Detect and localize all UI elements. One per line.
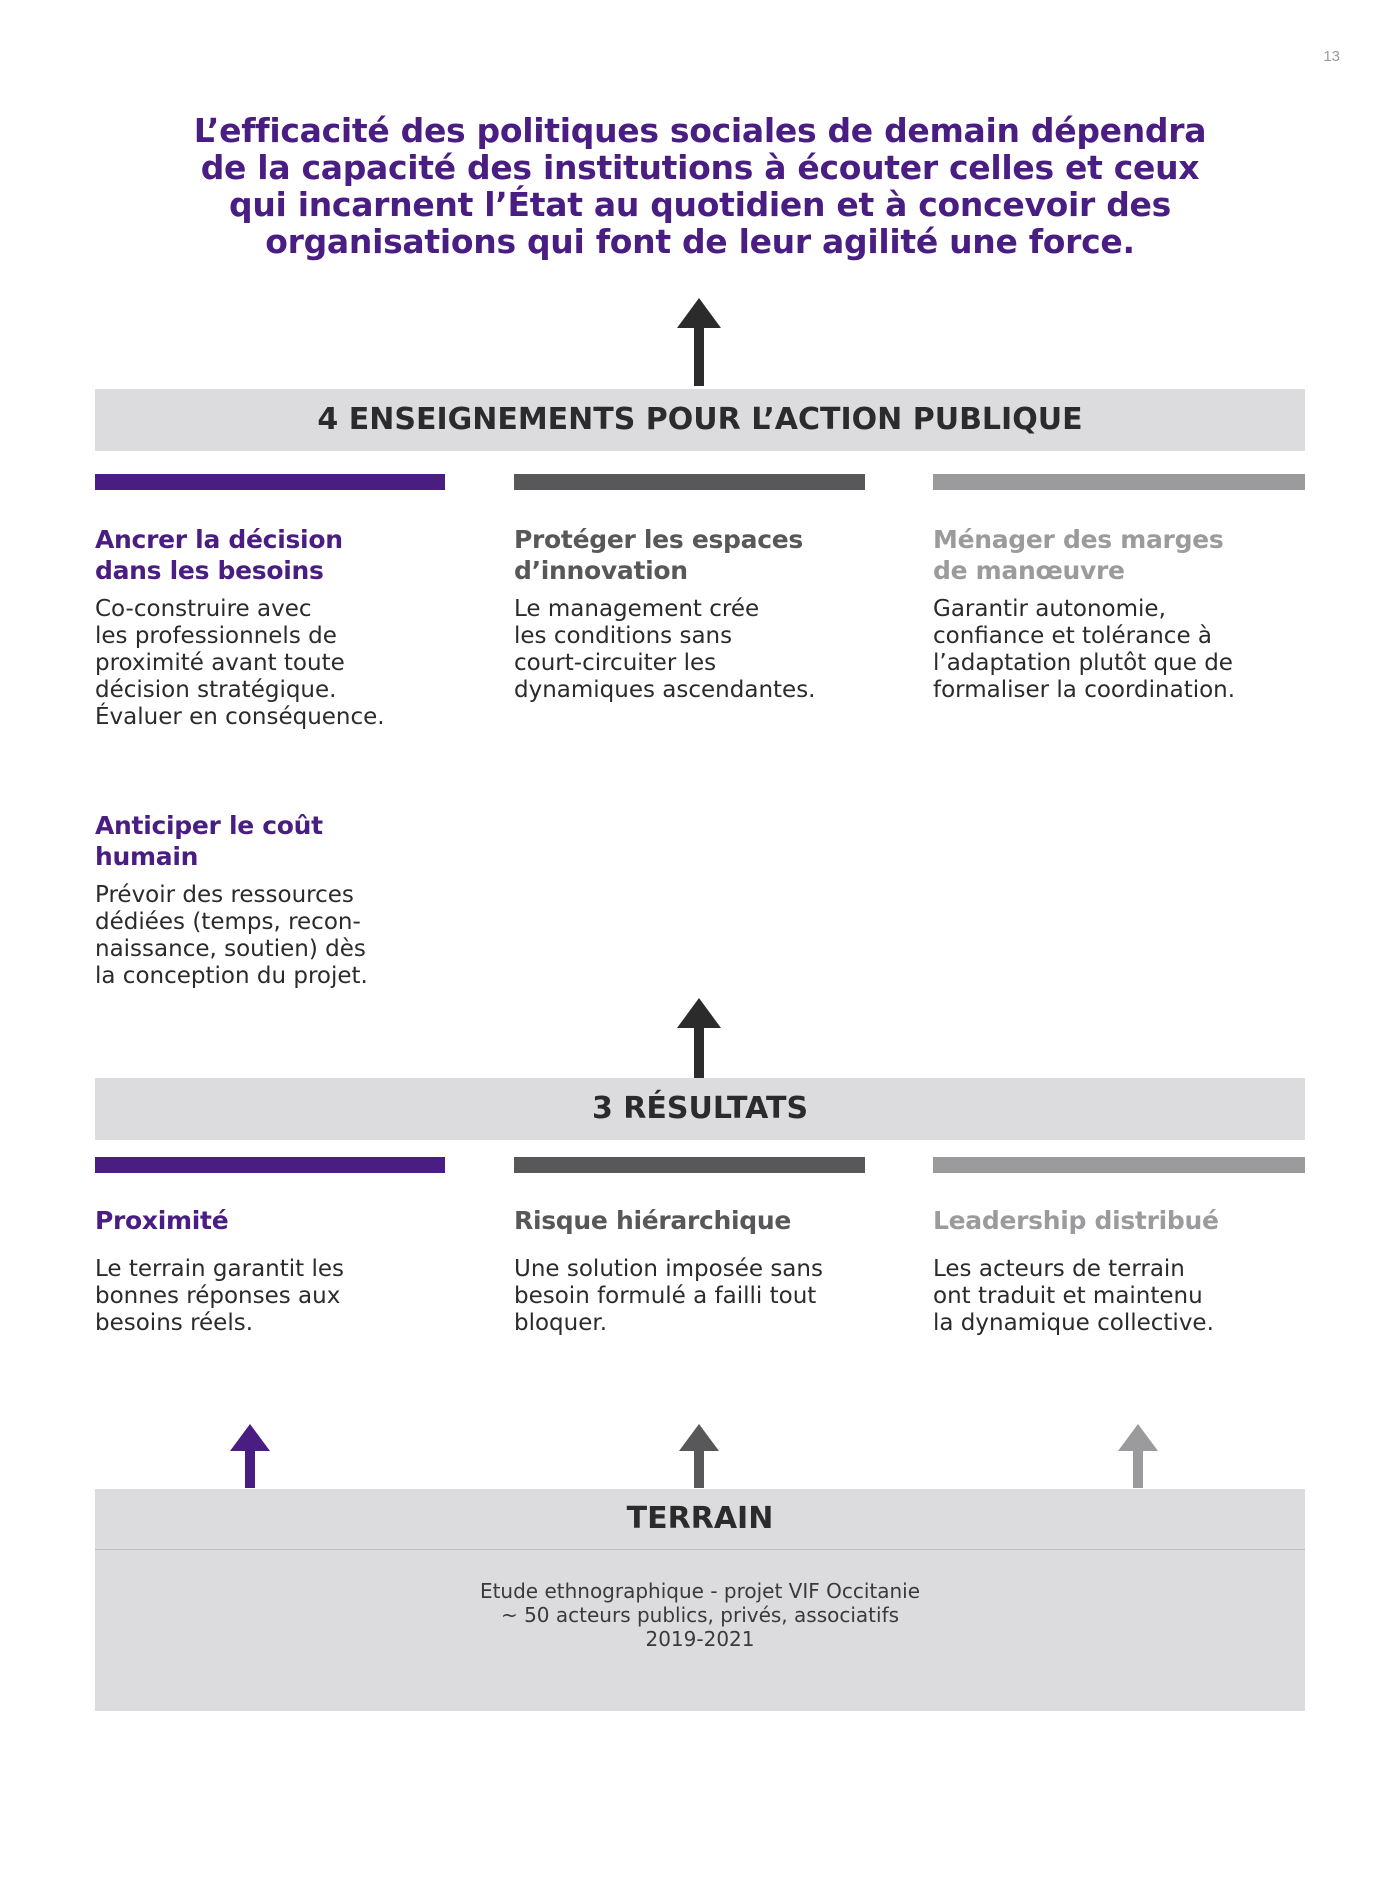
light-gray-divider (933, 1157, 1305, 1173)
dark-gray-divider (514, 1157, 865, 1173)
enseignements-band: 4 ENSEIGNEMENTS POUR L’ACTION PUBLIQUE (95, 389, 1305, 451)
arrow-up-icon (677, 998, 721, 1078)
enseignement-heading: Ancrer la décision dans les besoins (95, 525, 343, 585)
enseignement-heading: Ménager des marges de manœuvre (933, 525, 1224, 585)
enseignement-2: Protéger les espaces d’innovation Le man… (514, 524, 854, 704)
headline-quote: L’efficacité des politiques sociales de … (193, 111, 1207, 261)
resultat-3: Leadership distribué Les acteurs de terr… (933, 1205, 1305, 1337)
enseignement-heading: Anticiper le coût humain (95, 811, 323, 871)
resultat-heading: Risque hiérarchique (514, 1206, 792, 1235)
resultat-text: Les acteurs de terrain ont traduit et ma… (933, 1256, 1214, 1336)
enseignement-heading: Protéger les espaces d’innovation (514, 525, 803, 585)
page-number: 13 (1323, 48, 1340, 65)
enseignement-1: Ancrer la décision dans les besoins Co-c… (95, 524, 435, 731)
arrow-up-icon (677, 298, 721, 386)
light-gray-divider (933, 474, 1305, 490)
terrain-details: Etude ethnographique - projet VIF Occita… (95, 1579, 1305, 1651)
resultat-heading: Proximité (95, 1206, 229, 1235)
enseignement-text: Le management crée les conditions sans c… (514, 596, 816, 703)
resultat-2: Risque hiérarchique Une solution imposée… (514, 1205, 854, 1337)
enseignement-3: Ménager des marges de manœuvre Garantir … (933, 524, 1305, 704)
purple-divider (95, 1157, 445, 1173)
enseignement-text: Prévoir des ressources dédiées (temps, r… (95, 882, 368, 989)
arrow-up-icon (230, 1424, 270, 1488)
resultat-text: Le terrain garantit les bonnes réponses … (95, 1256, 345, 1336)
dark-gray-divider (514, 474, 865, 490)
enseignements-title: 4 ENSEIGNEMENTS POUR L’ACTION PUBLIQUE (317, 402, 1083, 437)
terrain-box: TERRAIN Etude ethnographique - projet VI… (95, 1489, 1305, 1711)
resultats-band: 3 RÉSULTATS (95, 1078, 1305, 1140)
resultat-text: Une solution imposée sans besoin formulé… (514, 1256, 823, 1336)
purple-divider (95, 474, 445, 490)
arrow-up-icon (679, 1424, 719, 1488)
resultat-heading: Leadership distribué (933, 1206, 1219, 1235)
arrow-up-icon (1118, 1424, 1158, 1488)
resultat-1: Proximité Le terrain garantit les bonnes… (95, 1205, 435, 1337)
enseignement-4: Anticiper le coût humain Prévoir des res… (95, 810, 435, 990)
enseignement-text: Garantir autonomie, confiance et toléran… (933, 596, 1236, 703)
terrain-line: ~ 50 acteurs publics, privés, associatif… (500, 1603, 900, 1627)
resultats-title: 3 RÉSULTATS (591, 1091, 809, 1126)
terrain-line: Etude ethnographique - projet VIF Occita… (479, 1579, 921, 1603)
terrain-line: 2019-2021 (645, 1627, 755, 1651)
terrain-title: TERRAIN (95, 1489, 1305, 1550)
enseignement-text: Co-construire avec les professionnels de… (95, 596, 385, 730)
